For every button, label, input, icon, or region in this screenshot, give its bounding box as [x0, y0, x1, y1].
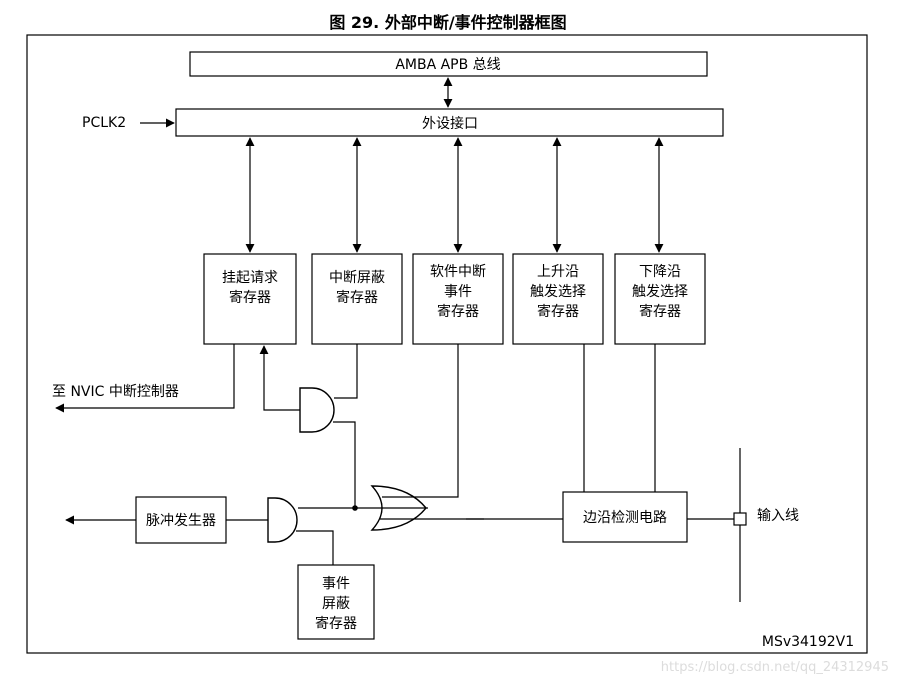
input-pin [733, 512, 747, 526]
pending-register-line-2: 寄存器 [229, 289, 271, 306]
edge-detection-label: 边沿检测电路 [583, 510, 667, 526]
pulse-generator: 脉冲发生器 [135, 496, 227, 544]
rising-register-line-1: 上升沿 [537, 264, 579, 280]
int-mask-register-line-1: 中断屏蔽 [329, 270, 385, 286]
peripheral-interface: 外设接口 [175, 108, 724, 137]
int-mask-register-line-2: 寄存器 [336, 289, 378, 306]
rising-register-line-3: 寄存器 [537, 303, 579, 320]
pending-request-register: 挂起请求 寄存器 [203, 253, 297, 345]
input-line-label: 输入线 [757, 508, 799, 524]
and-gate-to-pending-arrow [259, 345, 300, 411]
figure-title: 图 29. 外部中断/事件控制器框图 [329, 13, 566, 32]
sw-int-register-line-1: 软件中断 [430, 264, 486, 280]
rising-trigger-register: 上升沿 触发选择 寄存器 [512, 253, 604, 345]
pulse-generator-label: 脉冲发生器 [146, 513, 216, 529]
nvic-output-arrow [55, 344, 235, 413]
event-mask-register: 事件 屏蔽 寄存器 [297, 564, 375, 640]
falling-register-line-3: 寄存器 [639, 303, 681, 320]
or-to-int-and-wire [333, 421, 356, 508]
sw-int-to-or-wire [382, 344, 459, 498]
software-interrupt-event-register: 软件中断 事件 寄存器 [412, 253, 504, 345]
figure-frame [26, 34, 868, 654]
sw-int-register-line-2: 事件 [444, 284, 472, 300]
nvic-label: 至 NVIC 中断控制器 [52, 384, 179, 400]
rising-register-line-2: 触发选择 [530, 284, 586, 300]
event-mask-register-line-2: 屏蔽 [322, 596, 350, 612]
interrupt-and-gate [299, 387, 335, 433]
peripheral-interface-label: 外设接口 [422, 115, 478, 132]
event-mask-register-line-3: 寄存器 [315, 615, 357, 632]
watermark: https://blog.csdn.net/qq_24312945 [661, 660, 889, 675]
amba-apb-bus-label: AMBA APB 总线 [395, 57, 500, 73]
amba-apb-bus: AMBA APB 总线 [189, 51, 708, 77]
figure-id: MSv34192V1 [762, 634, 854, 650]
int-mask-to-and-wire [334, 344, 358, 399]
edge-detection-circuit: 边沿检测电路 [562, 491, 688, 543]
event-mask-to-and-wire [296, 530, 334, 565]
sw-int-register-line-3: 寄存器 [437, 303, 479, 320]
pclk2-label: PCLK2 [82, 115, 126, 131]
falling-register-line-1: 下降沿 [639, 264, 681, 280]
event-and-gate [267, 497, 298, 543]
event-mask-register-line-1: 事件 [322, 576, 350, 592]
pending-register-line-1: 挂起请求 [222, 270, 278, 286]
interrupt-mask-register: 中断屏蔽 寄存器 [311, 253, 403, 345]
falling-trigger-register: 下降沿 触发选择 寄存器 [614, 253, 706, 345]
junction-dot [352, 505, 358, 511]
falling-register-line-2: 触发选择 [632, 284, 688, 300]
